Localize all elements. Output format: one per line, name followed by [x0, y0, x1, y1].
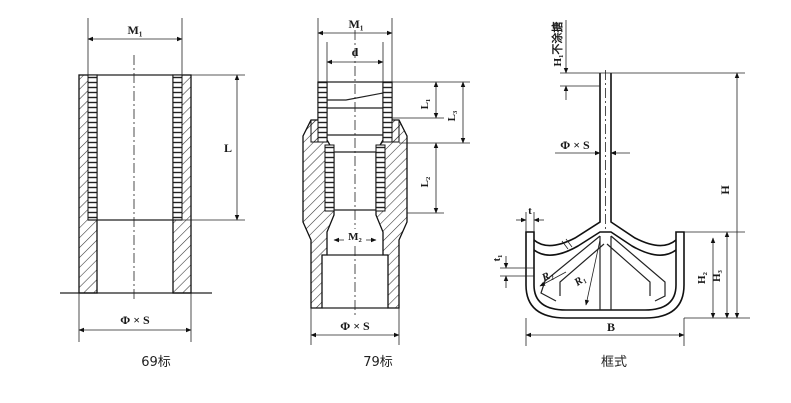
- upper-arm-right-top: [610, 215, 677, 247]
- l2-label: L₂: [419, 176, 431, 187]
- figure-79-standard: M₁ d L₁ L₃ L₂ M₂ Φ × S 79标: [302, 17, 470, 370]
- h3-label: H₃: [711, 269, 723, 282]
- right-upper-thread: [382, 81, 393, 143]
- figure-caption: 框式: [601, 355, 627, 370]
- weld-mark: [561, 240, 569, 250]
- m2-label-bg: [344, 229, 366, 243]
- inner-strut-right-b: [606, 243, 651, 296]
- b-label: B: [607, 320, 615, 334]
- right-step: [391, 119, 400, 143]
- inner-strut-right-a: [610, 235, 666, 302]
- d-label: d: [352, 45, 359, 59]
- right-lower-thread: [375, 144, 386, 212]
- inner-cone-top: [327, 92, 384, 101]
- phi-s-label: Φ × S: [120, 313, 150, 327]
- t1-label: t₁: [491, 255, 503, 262]
- t-label: t: [528, 205, 532, 217]
- l-label: L: [224, 141, 232, 155]
- figure-caption: 69标: [141, 355, 171, 370]
- upper-arm-left-bottom: [533, 231, 605, 256]
- right-thread: [172, 74, 183, 221]
- weld-mark: [565, 238, 573, 248]
- figure-caption: 79标: [363, 355, 393, 370]
- left-upper-thread: [317, 81, 328, 143]
- r1-leader: [584, 239, 601, 306]
- left-thread: [87, 74, 98, 221]
- r1-label: R₁: [571, 272, 588, 289]
- phi-s-label: Φ × S: [340, 319, 370, 333]
- l3-label: L₃: [446, 110, 458, 121]
- phi-s-label: Φ × S: [560, 138, 590, 152]
- figure-frame-type: H₁不涂搪 Φ × S t t₁ R₂: [491, 20, 750, 370]
- inner-strut-left-b: [559, 243, 605, 296]
- left-lower-thread: [324, 144, 335, 212]
- left-step: [310, 119, 319, 143]
- r2-label: R₂: [539, 268, 555, 284]
- h1-label: H₁不涂搪: [550, 22, 564, 67]
- m2-label: M₂: [348, 231, 362, 243]
- figure-69-standard: M₁ L Φ × S 69标: [60, 18, 245, 370]
- inner-strut-left-a: [540, 235, 601, 302]
- m1-label: M₁: [349, 17, 364, 31]
- h2-label: H₂: [696, 271, 708, 284]
- m1-label: M₁: [128, 23, 143, 37]
- l1-label: L₁: [419, 99, 431, 110]
- upper-arm-right-bottom: [605, 231, 677, 256]
- r2-leader: [539, 271, 567, 287]
- upper-arm-left-top: [533, 215, 601, 247]
- h-label: H: [718, 185, 732, 195]
